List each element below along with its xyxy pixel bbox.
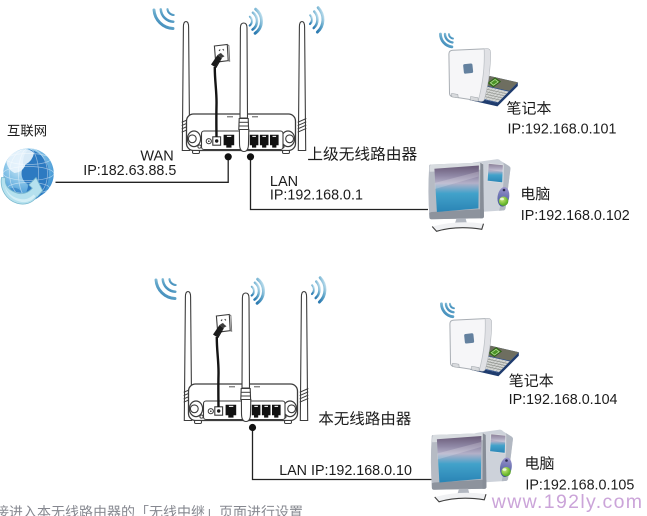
svg-text:IP:192.168.0.1: IP:192.168.0.1 <box>270 187 363 203</box>
svg-text:LAN IP:192.168.0.10: LAN IP:192.168.0.10 <box>279 463 412 479</box>
svg-text:IP:192.168.0.101: IP:192.168.0.101 <box>508 122 617 138</box>
svg-text:www.192ly.com: www.192ly.com <box>491 491 644 513</box>
svg-text:IP:182.63.88.5: IP:182.63.88.5 <box>83 163 176 179</box>
svg-text:LAN: LAN <box>270 174 298 190</box>
svg-text:WAN: WAN <box>140 149 173 165</box>
svg-text:IP:192.168.0.104: IP:192.168.0.104 <box>509 392 618 408</box>
svg-text:IP:192.168.0.105: IP:192.168.0.105 <box>525 478 634 494</box>
svg-text:IP:192.168.0.102: IP:192.168.0.102 <box>521 208 630 224</box>
